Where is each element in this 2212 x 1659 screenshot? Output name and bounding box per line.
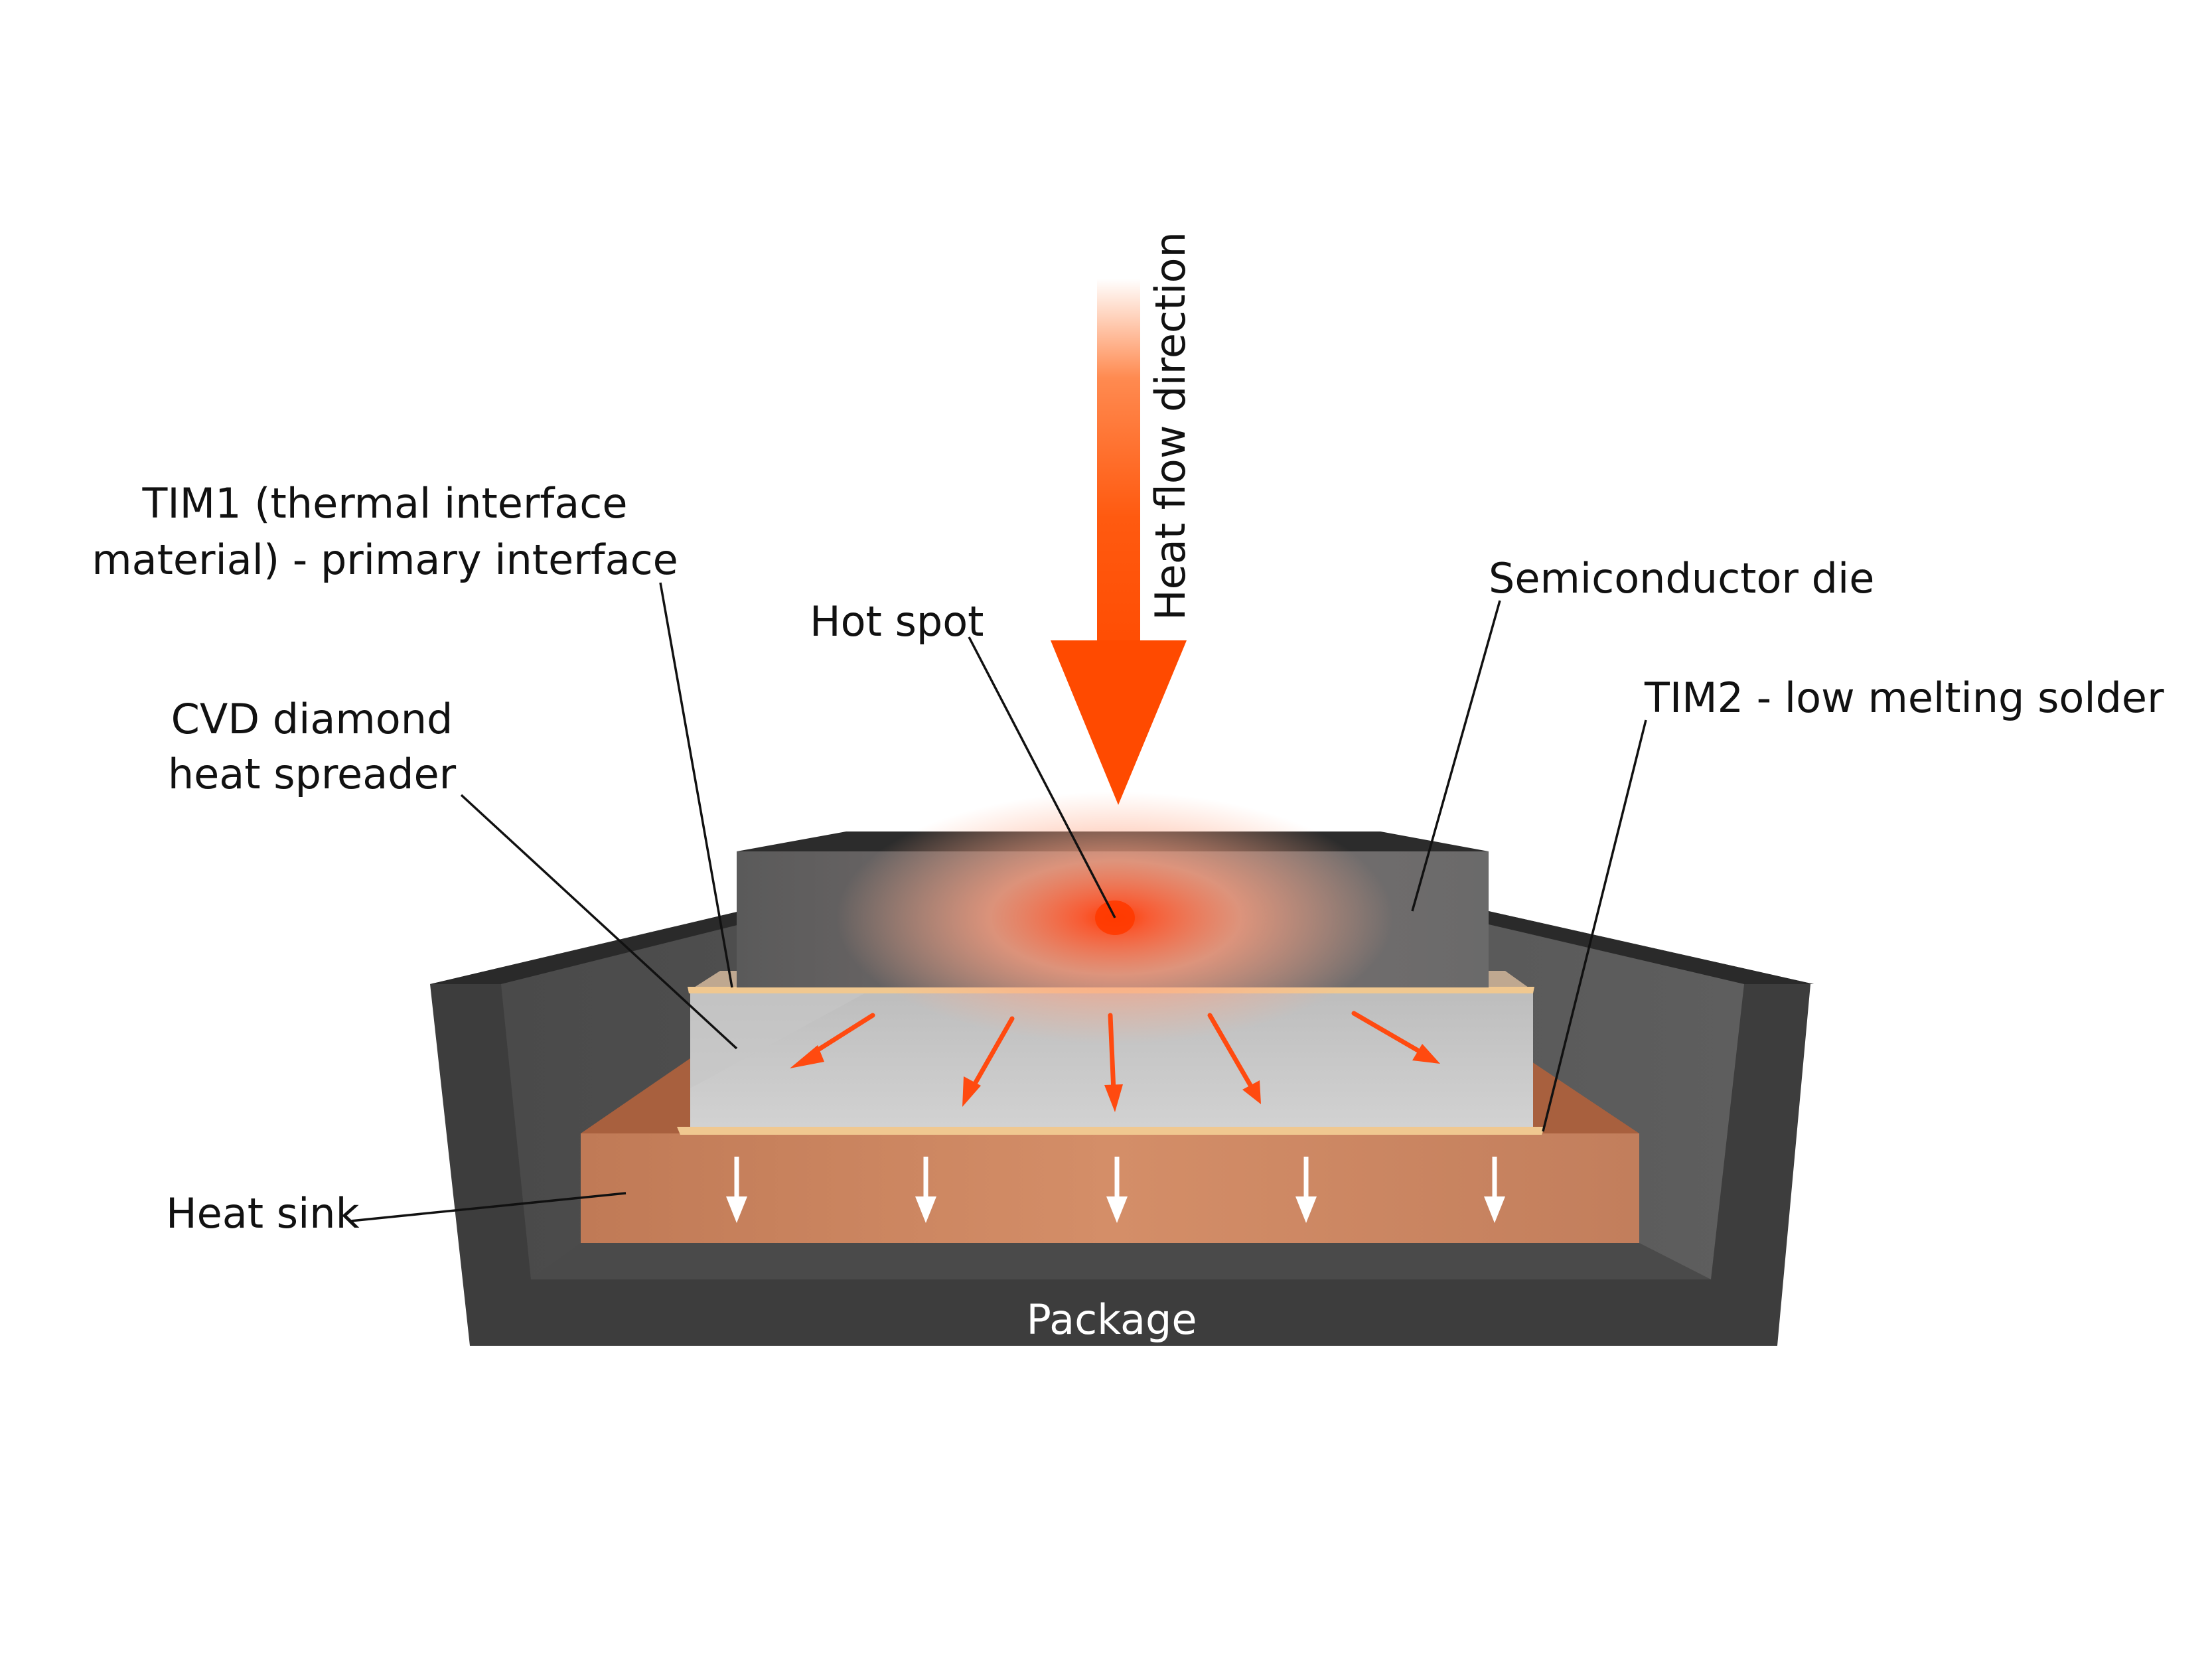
cvd-label-line1: CVD diamond: [171, 695, 453, 743]
package-label: Package: [1027, 1295, 1197, 1344]
tim2-label: TIM2 - low melting solder: [1644, 674, 2164, 722]
heat-sink-leader: [350, 1192, 627, 1222]
tim1-label-line1: TIM1 (thermal interface: [142, 479, 628, 528]
leader-lines: [350, 582, 1647, 1222]
tim2-layer: [677, 1127, 1545, 1135]
heat-flow-direction-label: Heat flow direction: [1146, 232, 1195, 620]
semiconductor-die-label: Semiconductor die: [1489, 554, 1874, 603]
hot-spot-label: Hot spot: [810, 597, 984, 646]
heat-sink-front: [581, 1133, 1639, 1243]
tim1-leader: [659, 582, 733, 988]
package-floor: [531, 1243, 1711, 1279]
package-rim: [430, 911, 740, 984]
semiconductor-die-leader: [1411, 600, 1501, 912]
package-rim-right: [1489, 911, 1814, 984]
heat-sink-label: Heat sink: [166, 1189, 360, 1238]
hot-spot-leader: [968, 636, 1116, 918]
tim2-leader: [1542, 719, 1647, 1132]
heat-flow-arrow: [1051, 279, 1187, 805]
tim1-label-line2: material) - primary interface: [92, 536, 678, 584]
spreader-shade: [690, 991, 869, 1088]
heat-sink-arrows: [726, 1157, 1505, 1223]
cvd-leader: [460, 794, 738, 1050]
spreading-arrows: [790, 1011, 1440, 1112]
cvd-label-line2: heat spreader: [168, 750, 457, 798]
